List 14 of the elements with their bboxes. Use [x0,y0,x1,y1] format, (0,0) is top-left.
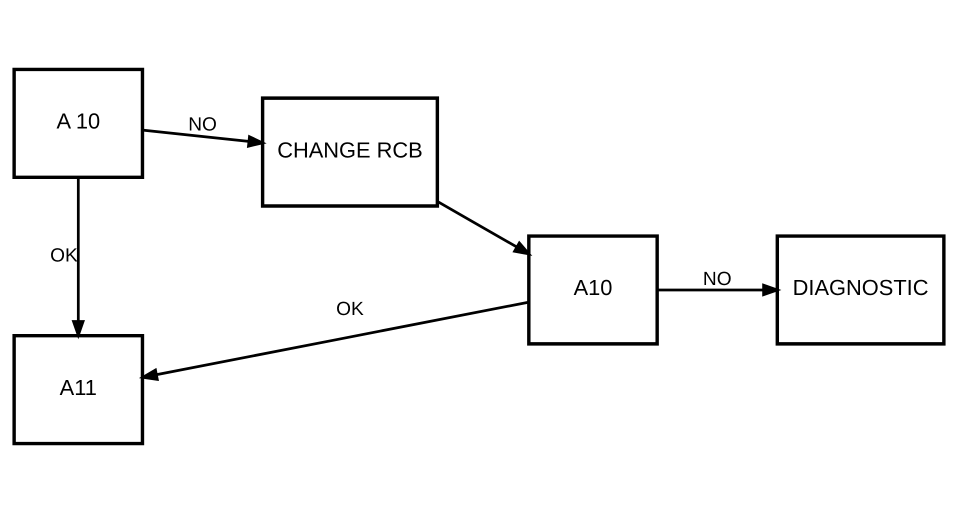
edge-label: OK [336,298,364,320]
edge-label: OK [50,245,78,266]
arrow [142,128,267,148]
node-box: A 10 [12,67,144,179]
node-box: A10 [527,234,659,346]
arrow [72,176,85,339]
arrow [658,282,782,296]
edge-label: NO [188,114,217,135]
arrow [436,200,532,256]
node-box: A11 [12,333,144,445]
node-box: DIAGNOSTIC [776,234,946,346]
arrow [138,300,529,380]
edge-label: NO [702,268,732,290]
node-box: CHANGE RCB [260,96,440,208]
